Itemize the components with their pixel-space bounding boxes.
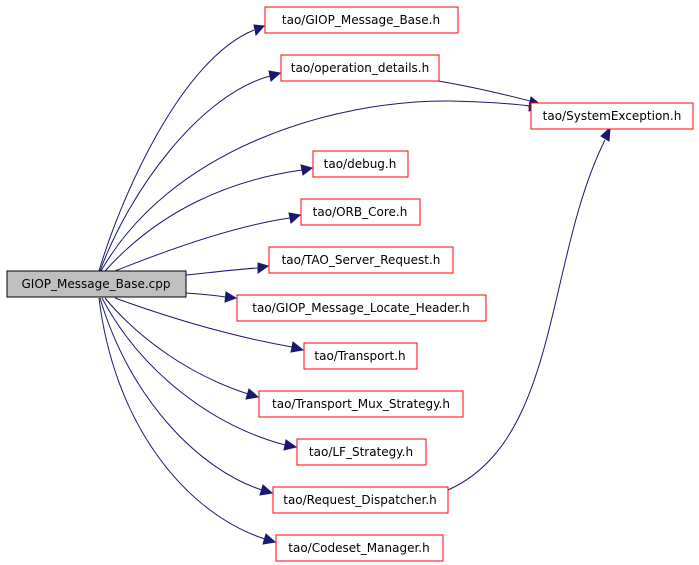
edge-root-operation-details [99,75,271,272]
node-transport-mux-strategy-h[interactable]: tao/Transport_Mux_Strategy.h [258,390,464,418]
node-label: tao/Request_Dispatcher.h [283,493,437,507]
edge-root-transport [114,297,293,348]
edge-root-codeset-manager [98,297,266,540]
arrowhead-giop-base-h [253,24,266,37]
node-label: tao/GIOP_Message_Locate_Header.h [252,301,469,315]
node-label: tao/Transport.h [314,349,405,363]
arrowhead-lf-strategy [283,439,298,451]
arrowhead-mux-strategy [245,388,260,400]
edges [98,24,611,545]
node-request-dispatcher-h[interactable]: tao/Request_Dispatcher.h [272,486,449,514]
node-label: tao/SystemException.h [543,109,682,123]
node-giop-message-base-h[interactable]: tao/GIOP_Message_Base.h [264,6,459,34]
arrowhead-codeset-manager [262,533,277,545]
arrowhead-locate-header [224,291,238,303]
node-debug-h[interactable]: tao/debug.h [312,150,409,178]
node-label: tao/debug.h [324,157,397,171]
edge-root-debug [104,169,303,272]
node-root[interactable]: GIOP_Message_Base.cpp [6,270,187,298]
edge-root-system-exception [100,100,531,272]
edge-root-orb-core [114,217,291,272]
arrowhead-server-request [257,262,270,274]
edge-root-locate-header [185,292,226,298]
node-label: tao/LF_Strategy.h [309,445,413,459]
arrowhead-debug [300,164,314,176]
node-lf-strategy-h[interactable]: tao/LF_Strategy.h [296,438,427,466]
edge-root-server-request [185,267,259,276]
node-label: tao/ORB_Core.h [313,205,408,219]
arrowhead-operation-details [268,70,282,82]
node-label: tao/operation_details.h [291,61,429,75]
edge-operation-details-system-exception [437,80,531,102]
node-label: tao/Codeset_Manager.h [288,541,429,555]
node-tao-server-request-h[interactable]: tao/TAO_Server_Request.h [268,246,454,274]
node-system-exception-h[interactable]: tao/SystemException.h [530,102,694,130]
node-operation-details-h[interactable]: tao/operation_details.h [280,54,440,82]
edge-request-dispatcher-system-exception [447,139,606,491]
arrowhead-request-dispatcher [259,484,274,496]
node-label: tao/TAO_Server_Request.h [282,253,441,267]
node-label: tao/GIOP_Message_Base.h [282,13,440,27]
edge-root-mux-strategy [104,297,249,395]
edge-root-lf-strategy [101,297,286,446]
node-codeset-manager-h[interactable]: tao/Codeset_Manager.h [275,534,444,562]
arrowhead-transport [290,341,305,353]
node-giop-message-locate-header-h[interactable]: tao/GIOP_Message_Locate_Header.h [236,294,487,322]
nodes: GIOP_Message_Base.cpp tao/GIOP_Message_B… [6,6,694,562]
node-label: tao/Transport_Mux_Strategy.h [272,397,450,411]
node-transport-h[interactable]: tao/Transport.h [303,342,418,370]
arrowhead-system-exception-from-request-dispatcher [600,126,611,142]
edge-root-request-dispatcher [99,297,263,491]
node-orb-core-h[interactable]: tao/ORB_Core.h [300,198,421,226]
node-label: GIOP_Message_Base.cpp [22,277,171,291]
edge-root-giop-base-h [98,29,255,272]
arrowhead-orb-core [288,212,302,224]
